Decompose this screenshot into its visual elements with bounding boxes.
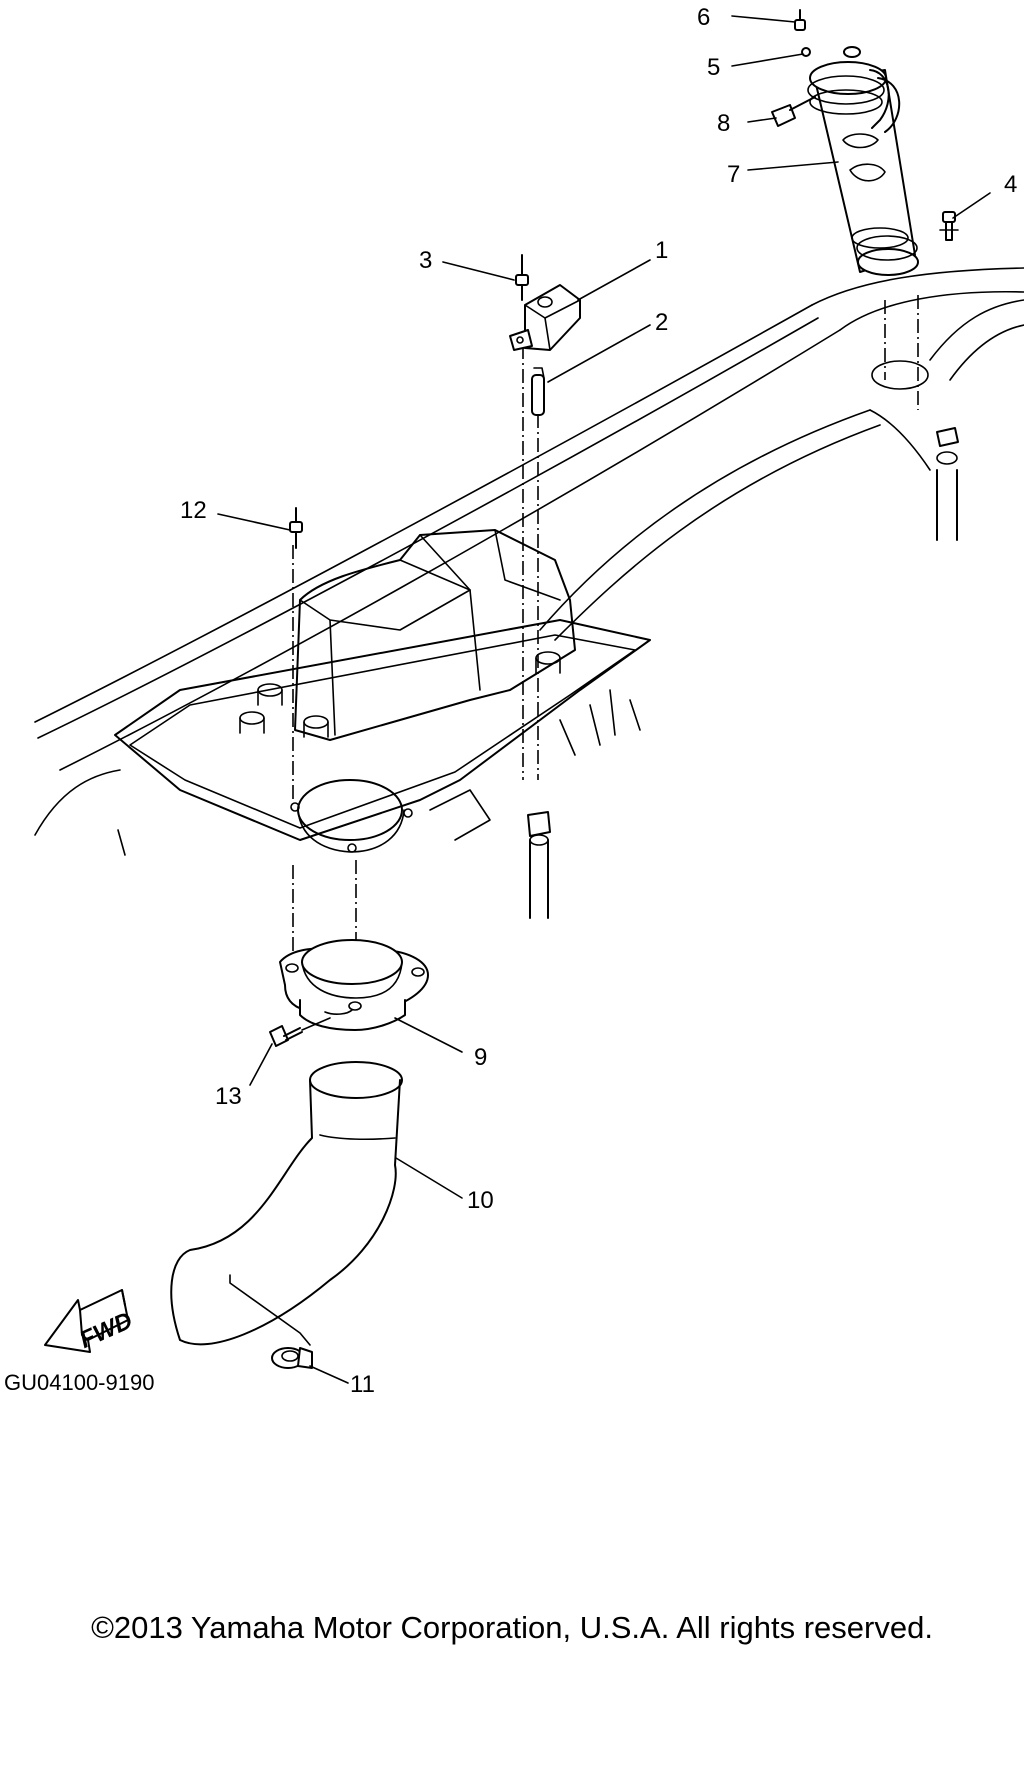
part-9-duct-flange [279,939,429,1031]
callout-2: 2 [655,309,668,336]
callout-8: 8 [717,110,730,137]
callout-10: 10 [467,1187,494,1214]
callout-7: 7 [727,161,740,188]
engine-housing [114,529,651,853]
callout-13: 13 [215,1083,242,1110]
part-3-rivet [515,254,529,301]
callout-12: 12 [180,497,207,524]
part-6-cap-screw [794,9,806,31]
callout-4: 4 [1004,171,1017,198]
callout-11: 11 [350,1371,375,1398]
copyright-notice: ©2013 Yamaha Motor Corporation, U.S.A. A… [91,1610,933,1645]
part-11-clamp [271,1347,313,1369]
part-13-screw [269,1017,331,1047]
part-5-o-ring [801,46,861,58]
callout-labels: 1 2 3 4 5 6 7 8 9 10 11 12 13 [180,4,1017,1398]
callout-3: 3 [419,247,432,274]
fwd-arrow-icon: FWD [44,1289,137,1354]
vent-hose [936,427,959,541]
callout-5: 5 [707,54,720,81]
part-7-filler-tube [807,61,919,276]
callout-6: 6 [697,4,710,31]
part-2-spacer [531,367,545,416]
callout-1: 1 [655,237,668,264]
hull-body [34,267,1024,856]
part-12-rivet [289,507,303,549]
leader-lines [217,15,991,1384]
part-8-clip [771,96,816,127]
callout-9: 9 [474,1044,487,1071]
part-1-bracket [509,284,581,351]
centerlines [292,295,919,965]
drain-hose [527,811,551,919]
part-code: GU04100-9190 [4,1370,154,1395]
part-10-duct-hose [170,1061,403,1346]
